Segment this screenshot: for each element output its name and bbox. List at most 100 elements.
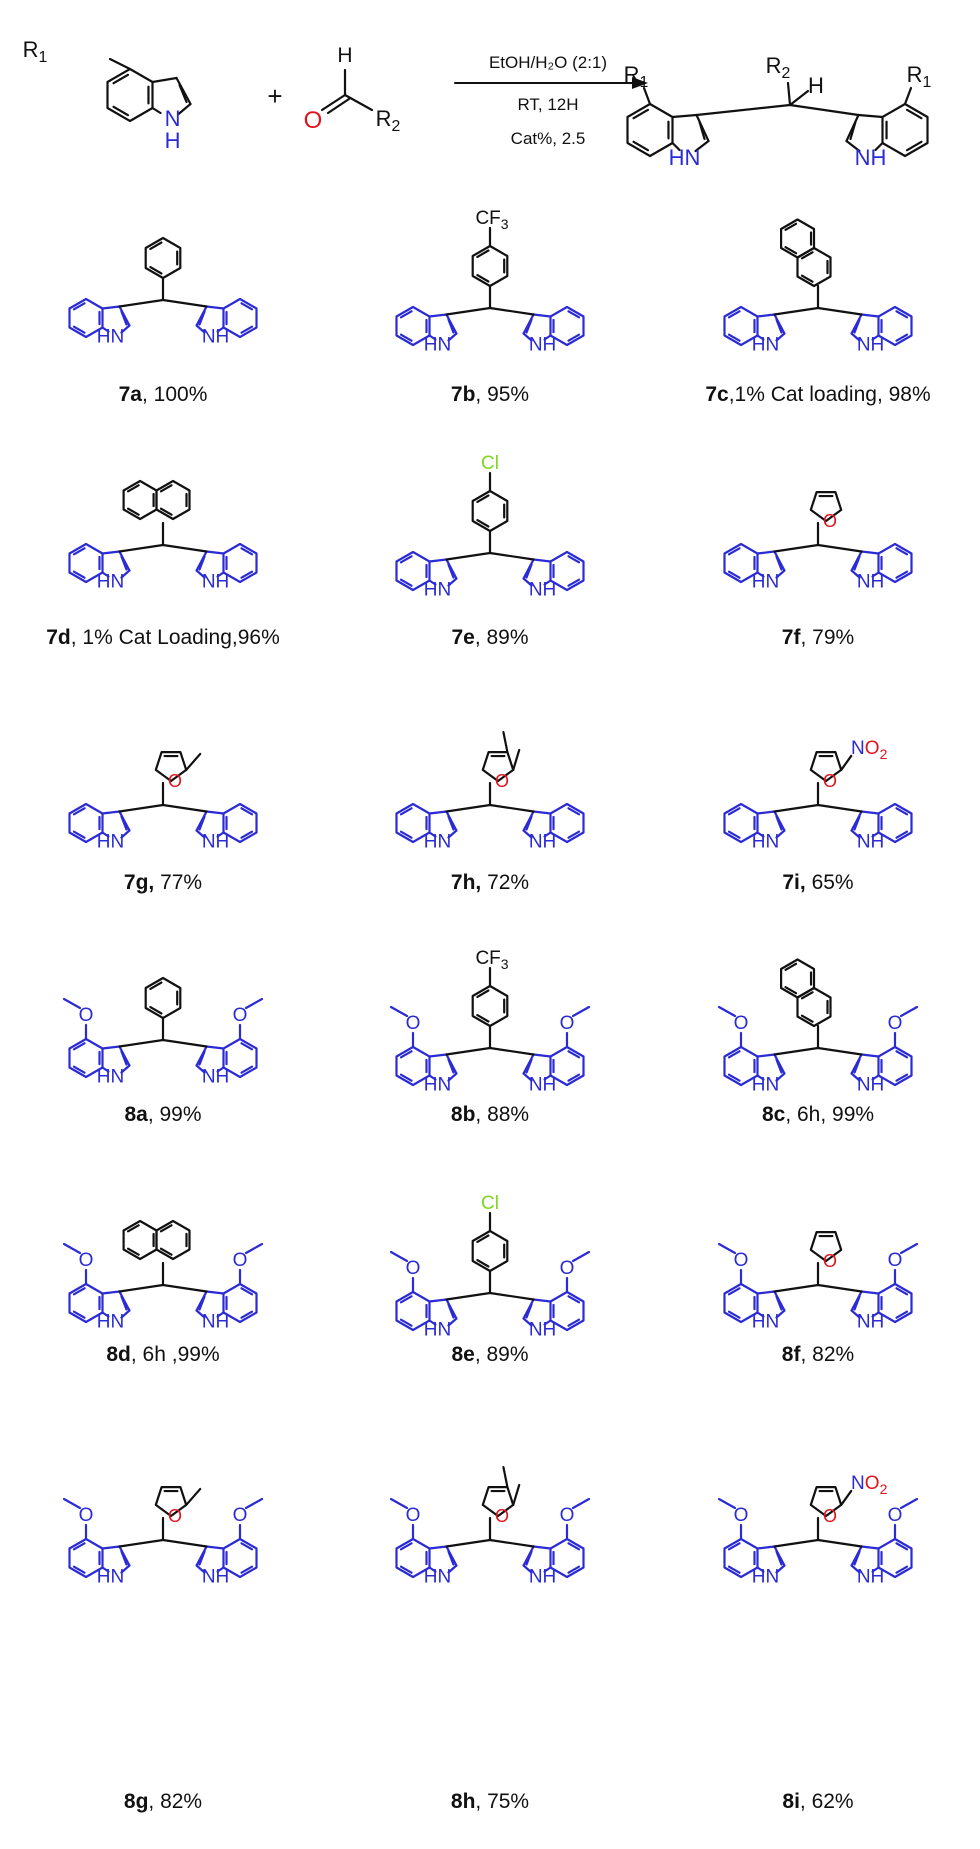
- bond: [108, 57, 132, 71]
- bond: [445, 810, 458, 832]
- methyl-bond: [244, 1497, 264, 1510]
- double-bond: [240, 807, 254, 816]
- bond: [816, 1046, 863, 1056]
- bond: [445, 1291, 492, 1301]
- indole-unit: HNO: [62, 1242, 131, 1333]
- phenyl-ring: [471, 1229, 509, 1273]
- double-bond: [240, 325, 254, 334]
- bond: [522, 829, 533, 839]
- bond: [101, 550, 121, 555]
- oxygen-label: O: [495, 771, 509, 791]
- double-bond: [149, 266, 163, 275]
- aldehyde-o-label: O: [304, 107, 323, 134]
- indole-unit: HN: [395, 802, 458, 853]
- bond: [532, 1545, 552, 1550]
- bond: [320, 93, 347, 112]
- bond: [532, 1298, 552, 1303]
- double-bond: [800, 251, 814, 260]
- bond: [522, 1545, 535, 1567]
- methyl-bond: [899, 1497, 919, 1510]
- bond: [118, 550, 131, 572]
- double-bond: [525, 318, 533, 334]
- methyl-bond: [389, 1005, 409, 1018]
- bond: [118, 1538, 165, 1548]
- bond: [195, 1290, 208, 1312]
- double-bond: [159, 507, 173, 516]
- double-bond: [159, 1224, 173, 1233]
- compound-id: 7c: [705, 383, 729, 406]
- hn-label: HN: [752, 1075, 779, 1096]
- double-bond: [775, 1295, 783, 1311]
- bond: [118, 1038, 165, 1048]
- indole-unit: HNO: [62, 1497, 131, 1588]
- double-bond: [895, 1542, 909, 1551]
- indole-unit: NHO: [195, 1242, 264, 1333]
- oxygen-label: O: [734, 1505, 749, 1526]
- nh-label: NH: [529, 335, 556, 356]
- bond: [775, 1309, 786, 1319]
- product-r1-label: R1: [907, 62, 932, 91]
- bond: [488, 803, 535, 813]
- bond: [786, 81, 792, 107]
- hn-label: HN: [752, 572, 779, 593]
- double-bond: [567, 1050, 581, 1059]
- double-bond: [476, 494, 490, 503]
- double-bond: [895, 1073, 909, 1082]
- indole-unit: HNO: [389, 1250, 458, 1341]
- double-bond: [567, 333, 581, 342]
- bond: [445, 1538, 492, 1548]
- bond: [532, 313, 552, 318]
- double-bond: [126, 1224, 140, 1233]
- nh-label: NH: [857, 1075, 884, 1096]
- bond: [756, 831, 765, 838]
- bond: [101, 1311, 110, 1318]
- oxygen-label: O: [823, 511, 837, 531]
- bond: [120, 1564, 131, 1574]
- bond: [860, 550, 880, 555]
- bond: [860, 313, 880, 318]
- bond: [850, 1545, 863, 1567]
- double-bond: [895, 333, 909, 342]
- nh-label: NH: [529, 1320, 556, 1341]
- bond: [445, 1046, 492, 1056]
- double-bond: [399, 1318, 413, 1327]
- bond: [840, 1489, 853, 1507]
- bond: [205, 810, 225, 815]
- bond: [773, 1053, 786, 1075]
- ring: [122, 1219, 158, 1261]
- double-bond: [567, 310, 581, 319]
- bond: [447, 1317, 458, 1327]
- double-bond: [240, 830, 254, 839]
- double-bond: [784, 986, 798, 995]
- double-bond: [240, 547, 254, 556]
- methyl-bond: [502, 730, 509, 754]
- bond: [871, 1074, 880, 1081]
- compound-label: 7h, 72%: [320, 871, 660, 895]
- bond: [428, 1319, 437, 1326]
- bond: [845, 139, 861, 153]
- double-bond: [567, 807, 581, 816]
- bond: [118, 1045, 131, 1067]
- double-bond: [895, 830, 909, 839]
- bond: [101, 810, 121, 815]
- double-bond: [120, 815, 128, 831]
- double-bond: [447, 563, 455, 579]
- double-bond: [326, 97, 351, 115]
- indole-unit: HNO: [389, 1005, 458, 1096]
- bond: [195, 1564, 206, 1574]
- r1-label: R1: [23, 37, 48, 66]
- indole-unit: HN: [395, 305, 458, 356]
- bond: [522, 558, 535, 580]
- hn-label: HN: [97, 1312, 124, 1333]
- double-bond: [853, 555, 861, 571]
- compound-yield: ,1% Cat loading, 98%: [728, 383, 931, 406]
- bond: [850, 313, 863, 335]
- bond: [816, 306, 863, 316]
- compound-id: 7b: [450, 383, 476, 406]
- bond: [756, 1545, 776, 1550]
- compound-id: 8f: [781, 1343, 801, 1366]
- double-bond: [72, 830, 86, 839]
- double-bond: [198, 815, 206, 831]
